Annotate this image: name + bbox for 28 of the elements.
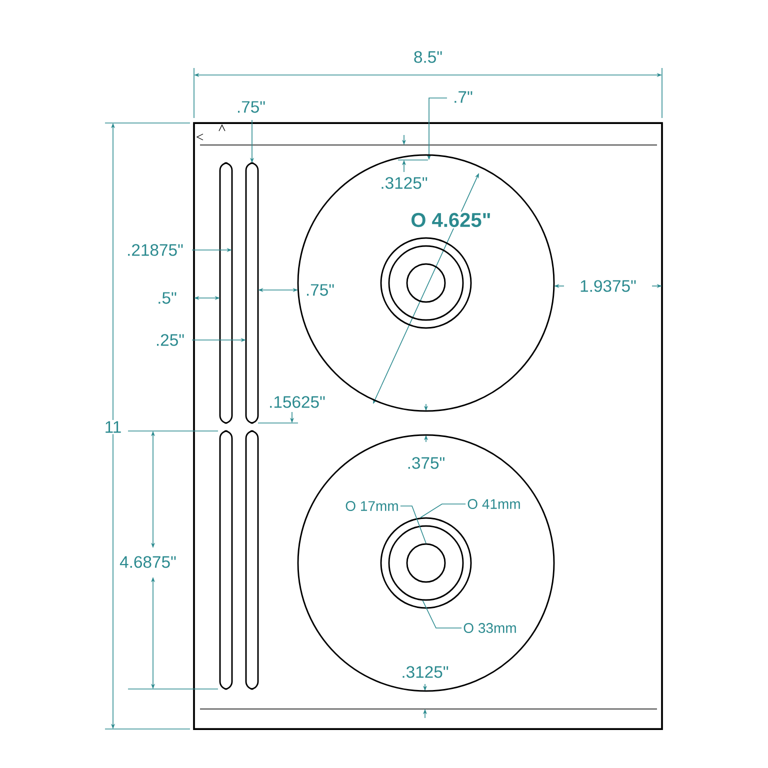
hub-ring	[406, 543, 446, 583]
leader-line	[400, 506, 426, 544]
leader-line	[422, 600, 462, 628]
hub-ring	[380, 237, 472, 329]
dimension-label: .75"	[235, 100, 267, 114]
dimension-label: .21875"	[125, 242, 185, 258]
disc-label	[297, 434, 555, 692]
dimension-label: .3125"	[378, 176, 430, 190]
dimension-label: .3125"	[400, 664, 450, 680]
dimension-label: .7"	[452, 90, 474, 104]
dimension-label: .375"	[406, 456, 447, 470]
dimension-label: .75"	[304, 282, 336, 298]
hub-ring	[388, 245, 464, 321]
dimension-label: .25"	[154, 332, 186, 348]
leader-line	[420, 504, 466, 518]
hub-ring	[406, 263, 446, 303]
dimension-label: O 17mm	[346, 501, 398, 511]
dimension-label: 8.5"	[412, 50, 444, 64]
dimension-label: O 33mm	[464, 623, 516, 633]
hub-ring	[380, 517, 472, 609]
dimension-label: 1.9375"	[578, 278, 638, 294]
dimension-label: .15625"	[267, 394, 327, 410]
hub-ring	[388, 525, 464, 601]
dimension-label: .5"	[156, 290, 178, 306]
dimension-label: O 41mm	[468, 499, 520, 509]
dimension-label: O 4.625"	[409, 212, 493, 228]
dimension-label: 11	[103, 420, 123, 434]
dimension-label: 4.6875"	[118, 554, 178, 570]
